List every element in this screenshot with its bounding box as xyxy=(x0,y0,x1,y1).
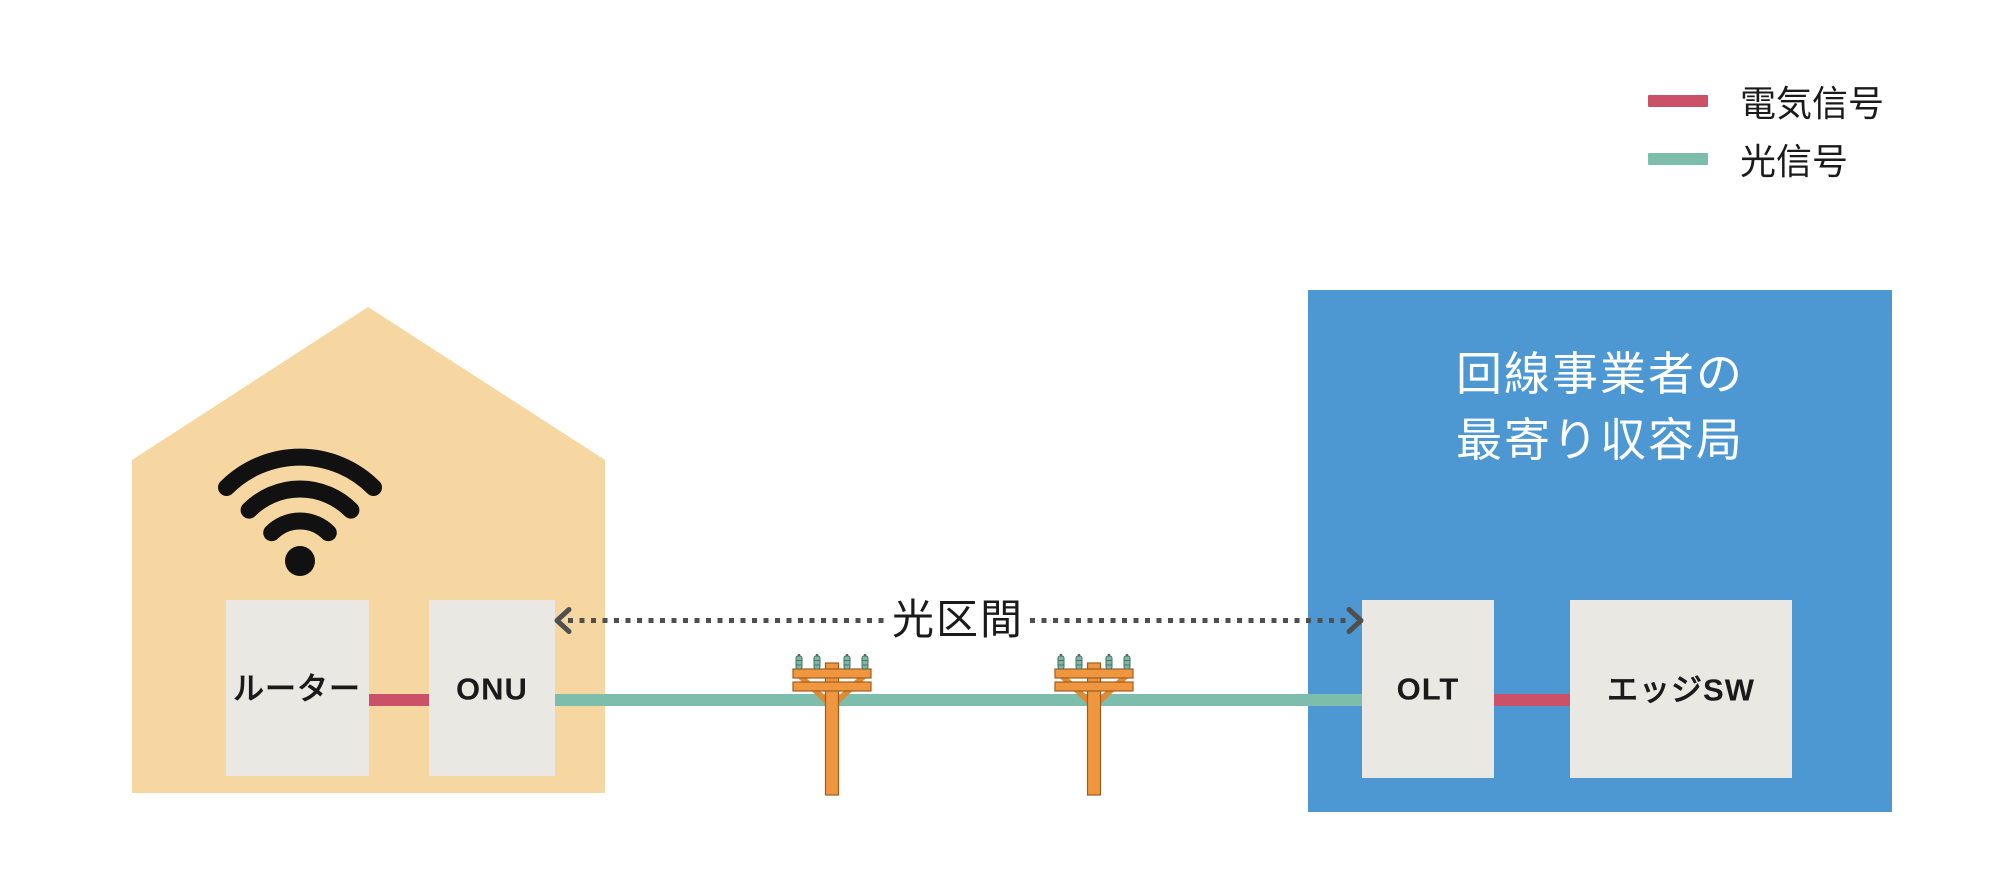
electrical-link-router-onu xyxy=(369,694,429,706)
arrowhead-right-icon xyxy=(1346,607,1364,634)
onu-label: ONU xyxy=(456,671,528,707)
legend-label-electrical: 電気信号 xyxy=(1740,83,1885,124)
central-office-title-line2: 最寄り収容局 xyxy=(1456,414,1744,466)
electrical-link-olt-edgesw xyxy=(1494,694,1570,706)
legend-label-optical: 光信号 xyxy=(1740,141,1849,182)
utility-pole-icon xyxy=(793,654,871,795)
legend-swatch-electrical xyxy=(1648,95,1708,107)
central-office-title: 回線事業者の 最寄り収容局 xyxy=(1308,341,1892,473)
edgesw-label: エッジSW xyxy=(1607,672,1755,708)
legend-swatch-optical xyxy=(1648,153,1708,165)
arrowhead-left-icon xyxy=(554,607,572,634)
router-label: ルーター xyxy=(233,671,361,707)
router-box xyxy=(226,600,369,776)
optical-fiber-line xyxy=(555,694,1362,706)
optical-section-label: 光区間 xyxy=(891,596,1025,643)
olt-label: OLT xyxy=(1396,671,1460,707)
olt-box xyxy=(1362,600,1494,778)
onu-box xyxy=(429,600,555,776)
wifi-icon xyxy=(218,448,382,576)
edgesw-box xyxy=(1570,600,1792,778)
utility-pole-icon xyxy=(1055,654,1133,795)
central-office-title-line1: 回線事業者の xyxy=(1456,348,1744,400)
